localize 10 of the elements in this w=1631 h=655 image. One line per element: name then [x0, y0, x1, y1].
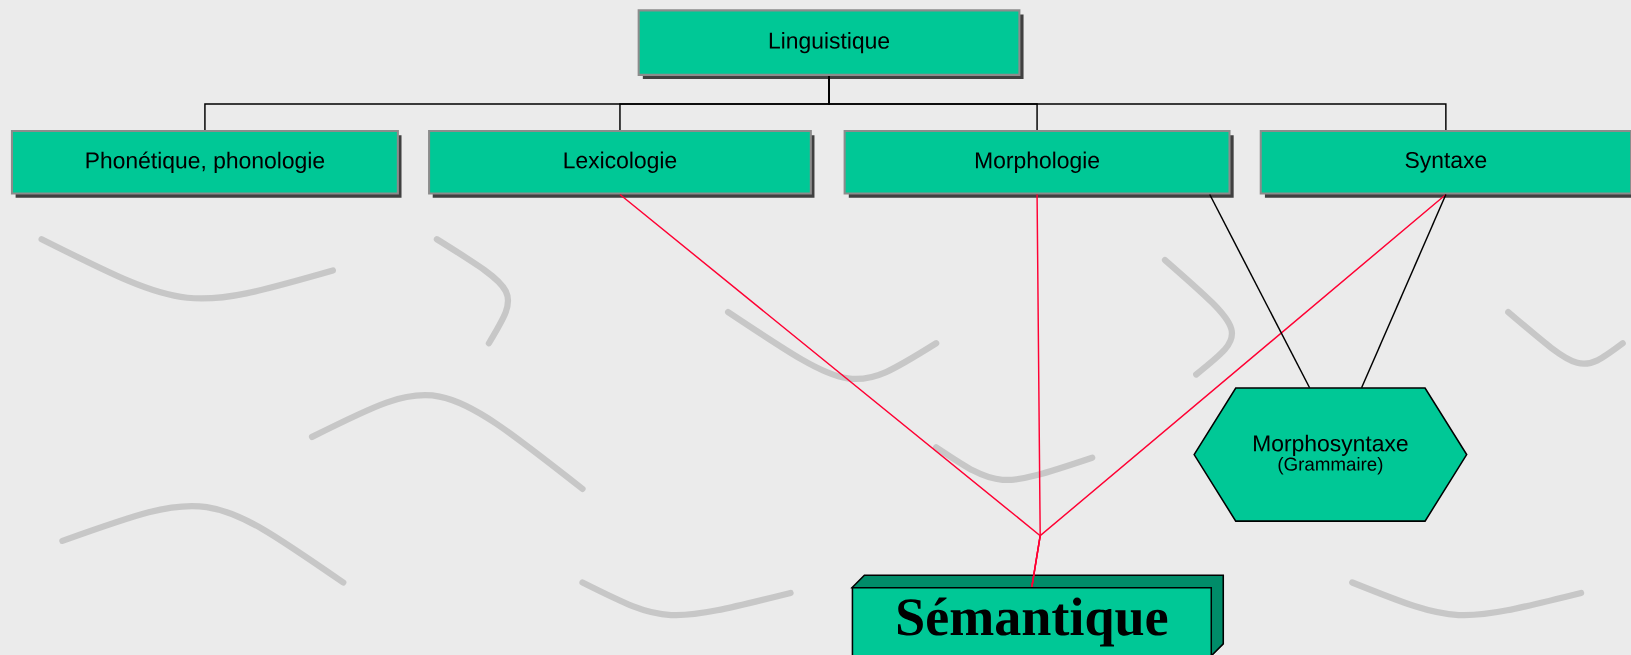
connector-line [828, 75, 1447, 131]
topic-box: Phonétique, phonologie [10, 129, 402, 198]
topic-box: Lexicologie [428, 129, 815, 198]
connector-line [1360, 193, 1447, 389]
connector-line [1031, 193, 1447, 588]
hexagon-box: Morphosyntaxe (Grammaire) [1193, 387, 1468, 522]
topic-box: Syntaxe [1259, 129, 1631, 198]
connector-line [1209, 193, 1311, 389]
topic-box: Linguistique [637, 9, 1024, 79]
topic-box: Morphologie [843, 129, 1234, 198]
